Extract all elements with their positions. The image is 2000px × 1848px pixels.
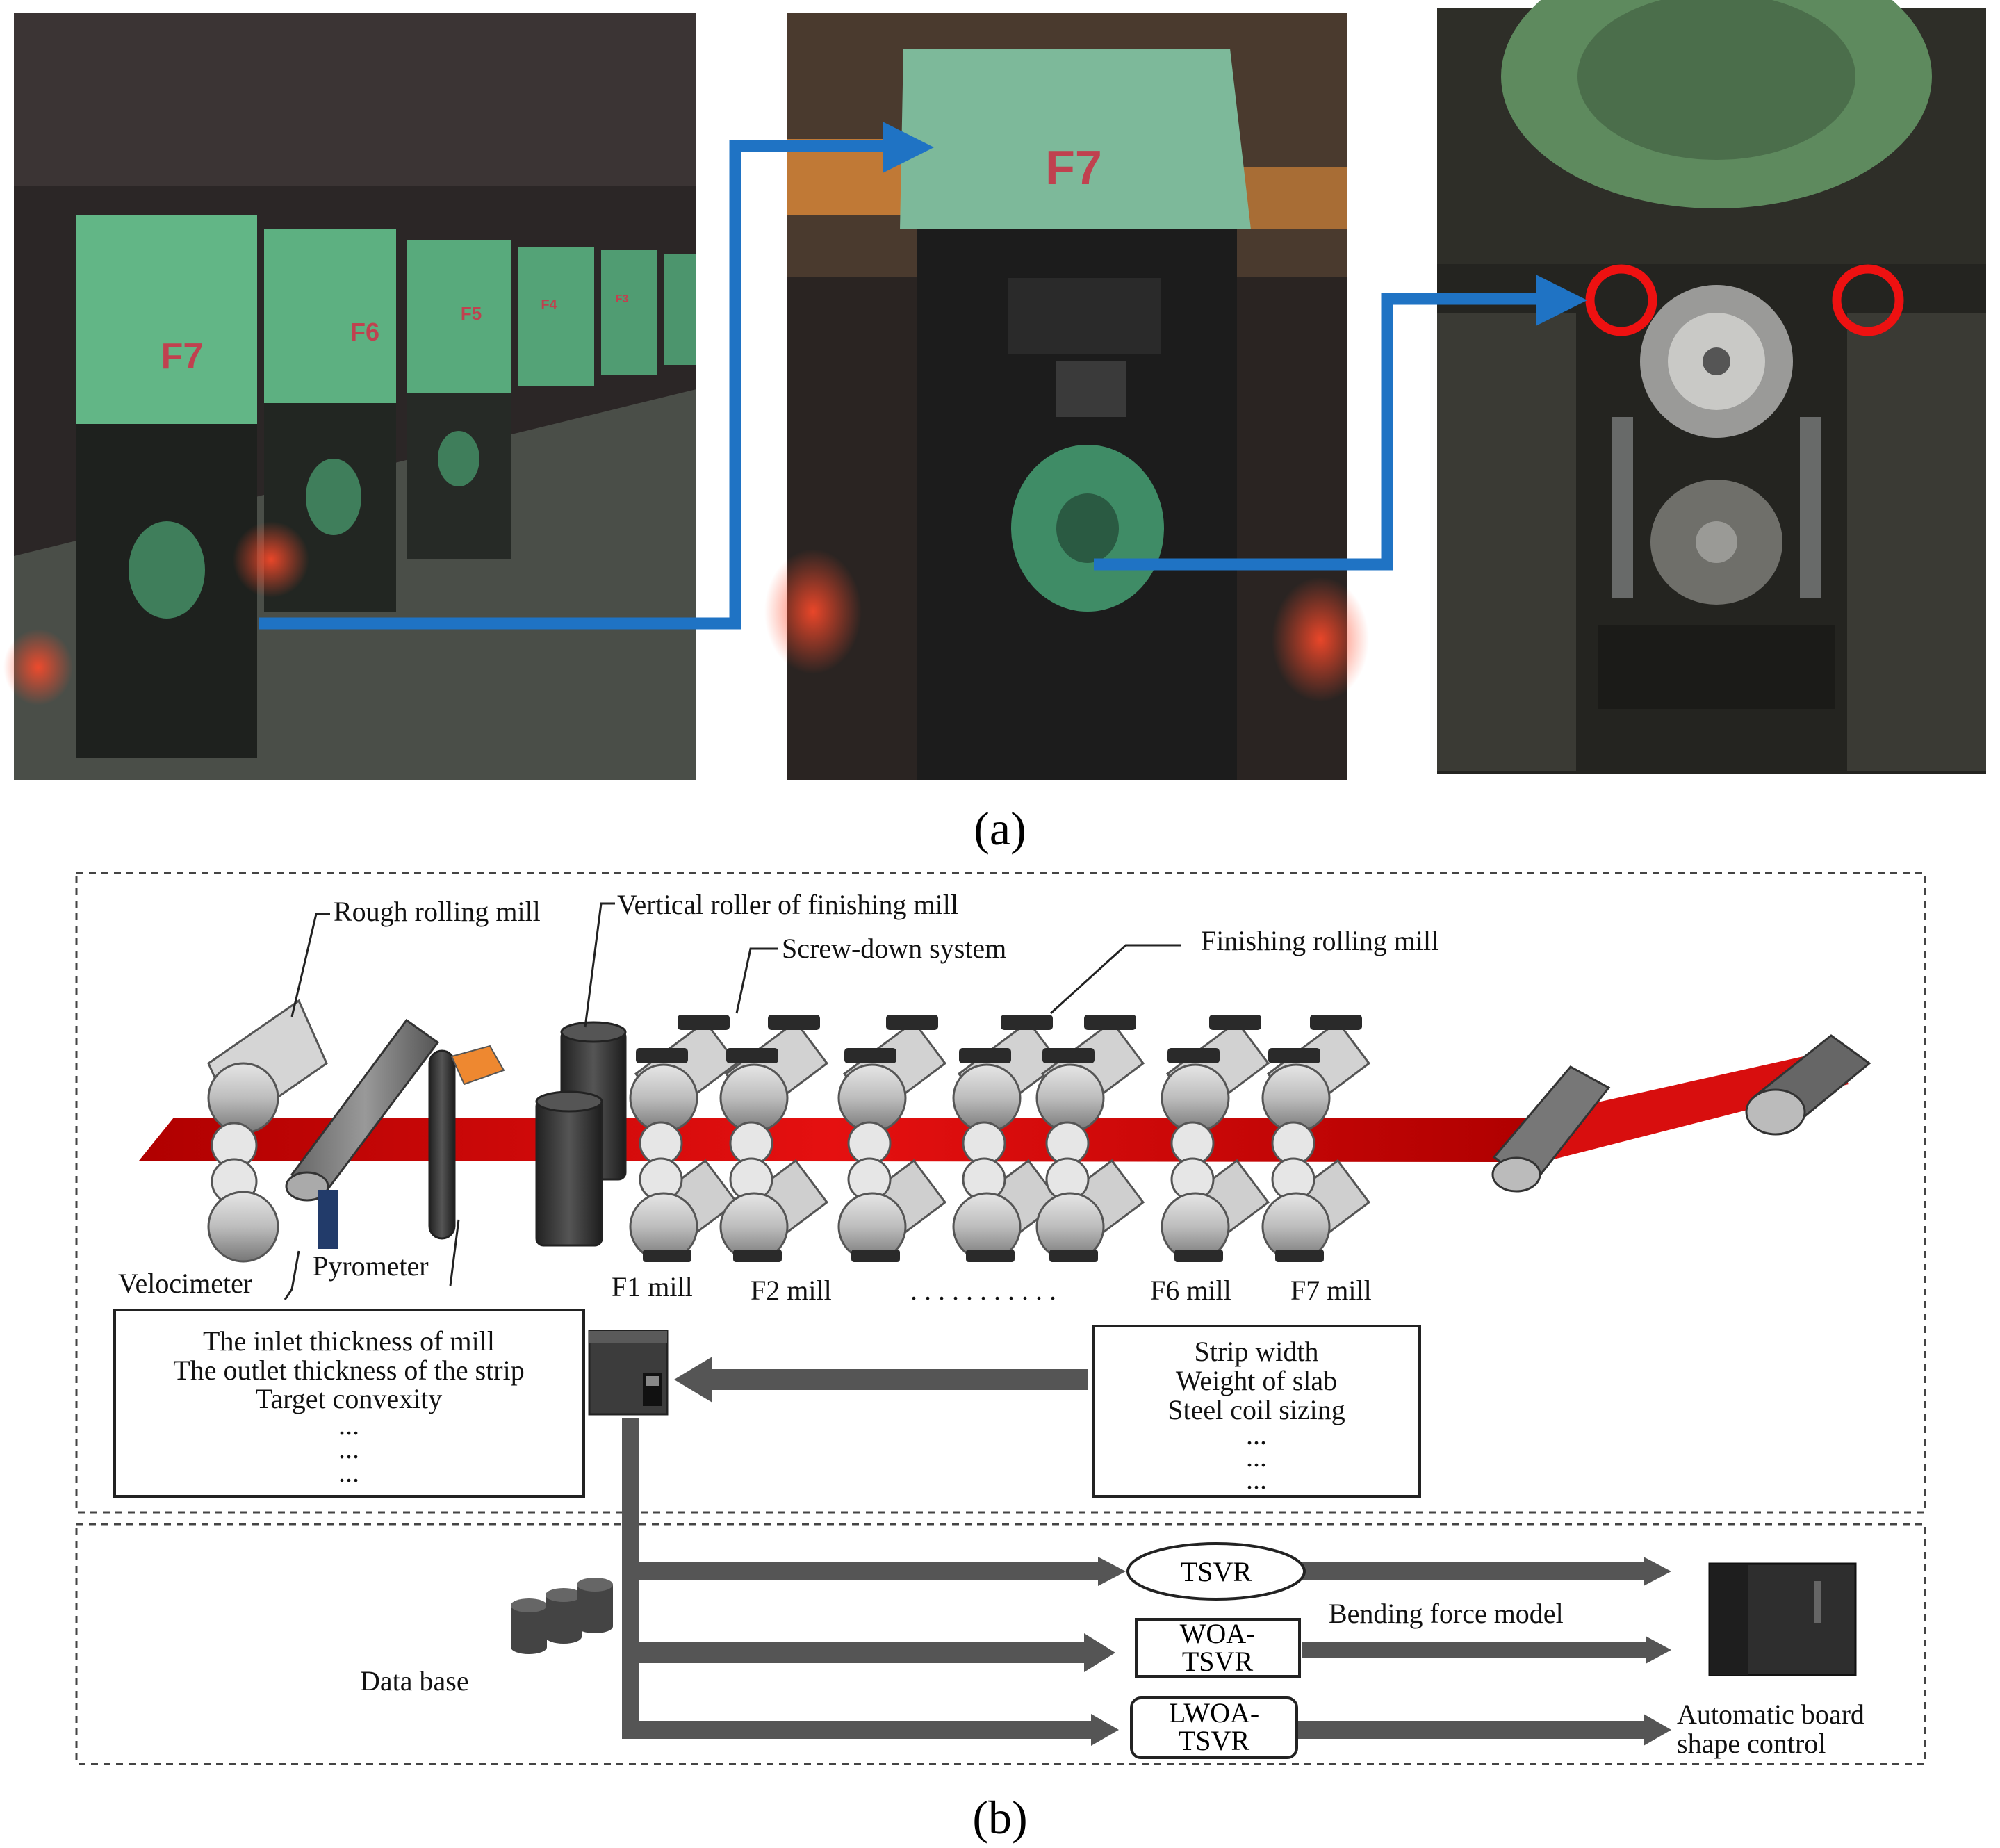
label-ellipsis: . . . . . . . . . . .	[910, 1275, 1056, 1306]
param-ellipsis: ...	[338, 1433, 359, 1464]
label-screw-down-system: Screw-down system	[782, 933, 1006, 964]
caption-b: (b)	[972, 1791, 1027, 1844]
param-ellipsis: ...	[338, 1409, 359, 1441]
label-automatic-control-2: shape control	[1677, 1728, 1826, 1759]
finishing-stand	[1161, 1015, 1270, 1262]
tsvr-label: TSVR	[1181, 1556, 1252, 1587]
param-ellipsis: ...	[1246, 1464, 1267, 1495]
pyrometer	[428, 1045, 505, 1240]
finishing-stand	[719, 1015, 829, 1262]
label-database: Data base	[360, 1665, 469, 1696]
strip-parameters-box: Strip width Weight of slab Steel coil si…	[1092, 1325, 1421, 1498]
label-rough-rolling-mill: Rough rolling mill	[334, 896, 541, 927]
database-icon	[511, 1578, 613, 1654]
controller-computer-icon	[588, 1330, 669, 1416]
label-vertical-roller: Vertical roller of finishing mill	[617, 889, 958, 920]
input-arrow-shaft	[709, 1369, 1088, 1390]
mill-parameters-box: The inlet thickness of mill The outlet t…	[113, 1309, 585, 1498]
flow-arrows	[622, 1357, 1671, 1746]
param-strip-width: Strip width	[1195, 1336, 1319, 1367]
arrowhead-icon	[883, 122, 934, 173]
coiler	[1491, 1034, 1871, 1193]
label-bending-force-model: Bending force model	[1329, 1598, 1564, 1629]
sensor-marker-left	[1585, 264, 1657, 336]
label-f7-mill: F7 mill	[1290, 1275, 1372, 1306]
photo-roll-sensors	[1437, 0, 1986, 774]
label-velocimeter: Velocimeter	[118, 1268, 252, 1299]
lwoa-tsvr-label-1: LWOA-	[1169, 1697, 1259, 1728]
woa-tsvr-label-1: WOA-	[1180, 1618, 1256, 1649]
stand-label-f7: F7	[161, 336, 204, 377]
stand-label-f6: F6	[350, 318, 379, 346]
label-finishing-rolling-mill: Finishing rolling mill	[1201, 925, 1438, 956]
arrowhead-icon	[1536, 275, 1587, 326]
param-outlet-thickness: The outlet thickness of the strip	[173, 1355, 524, 1386]
label-automatic-control-1: Automatic board	[1677, 1699, 1864, 1730]
woa-tsvr-label-2: TSVR	[1182, 1646, 1254, 1677]
stand-label-f5: F5	[461, 303, 482, 324]
photo-f7-stand: F7	[764, 13, 1369, 780]
lower-dashed-frame	[75, 1523, 1926, 1765]
label-pyrometer: Pyrometer	[313, 1250, 429, 1282]
param-slab-weight: Weight of slab	[1176, 1365, 1337, 1396]
finishing-stand	[629, 1015, 739, 1262]
rough-rolling-mill	[207, 999, 328, 1263]
connector-arrows	[259, 140, 1536, 630]
lwoa-tsvr-label-2: TSVR	[1179, 1725, 1250, 1756]
model-tsvr: TSVR	[1126, 1542, 1306, 1601]
label-f1-mill: F1 mill	[612, 1271, 693, 1302]
strip-to-coiler	[1529, 1049, 1849, 1162]
finishing-stands	[629, 1015, 1371, 1262]
param-coil-sizing: Steel coil sizing	[1167, 1394, 1345, 1425]
stand-label-f3: F3	[616, 293, 629, 305]
param-ellipsis: ...	[1246, 1419, 1267, 1450]
model-lwoa-tsvr: LWOA- TSVR	[1130, 1696, 1298, 1759]
label-f2-mill: F2 mill	[751, 1275, 832, 1306]
model-woa-tsvr: WOA- TSVR	[1135, 1618, 1301, 1678]
label-f6-mill: F6 mill	[1150, 1275, 1231, 1306]
shape-control-computer-icon	[1708, 1562, 1857, 1676]
vertical-roller	[535, 1021, 627, 1247]
param-ellipsis: ...	[338, 1457, 359, 1488]
finishing-stand	[837, 1015, 947, 1262]
param-ellipsis: ...	[1246, 1441, 1267, 1473]
input-arrowhead-icon	[674, 1357, 712, 1403]
photo-mill-line: F7 F6 F5 F4 F3	[3, 13, 696, 780]
upper-dashed-frame	[75, 872, 1926, 1514]
finishing-stand	[1035, 1015, 1145, 1262]
param-target-convexity: Target convexity	[256, 1383, 443, 1414]
finishing-stand	[1261, 1015, 1371, 1262]
caption-a: (a)	[974, 802, 1026, 855]
stand-label-f4: F4	[541, 297, 557, 313]
param-inlet-thickness: The inlet thickness of mill	[203, 1325, 495, 1357]
stand-label-f7-closeup: F7	[1045, 140, 1102, 195]
sensor-marker-right	[1832, 264, 1904, 336]
arrow-f7-to-rolls	[1094, 293, 1536, 571]
velocimeter	[285, 1018, 440, 1249]
arrow-line-to-f7	[259, 140, 883, 630]
